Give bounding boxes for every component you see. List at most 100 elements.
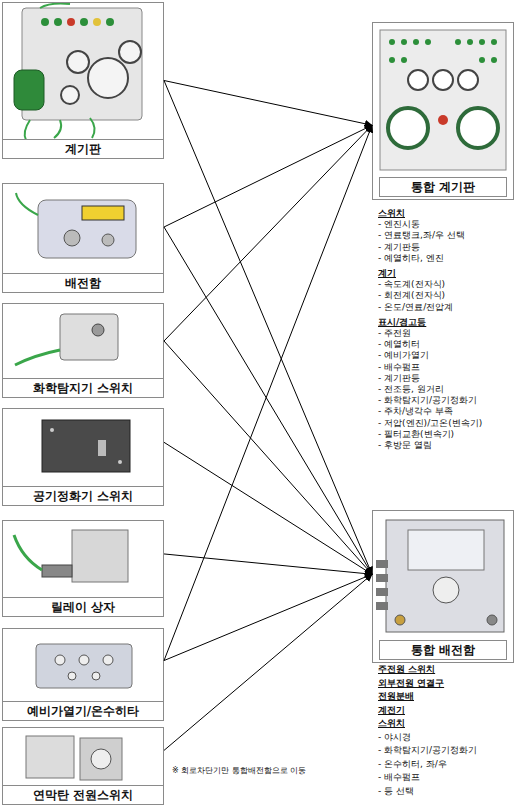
arrow-connector [164, 81, 372, 575]
main-switch [433, 577, 459, 603]
list-item: - 배수펌프 [378, 772, 420, 782]
terminal [395, 615, 405, 625]
arrow-connector [164, 81, 372, 126]
indicator-lamp [80, 18, 88, 26]
box-label: 배전함 [3, 273, 163, 292]
note-text: ※ 회로차단기만 통합배전함으로 이동 [172, 766, 306, 776]
wire [14, 535, 42, 570]
indicator-lamp [467, 39, 473, 45]
indicator-lamp [389, 57, 395, 63]
list-item: - 주차/냉각수 부족 [378, 406, 453, 416]
connector-body [14, 70, 44, 110]
list-heading: 스위치 [378, 718, 405, 728]
connector-body [42, 565, 72, 577]
component-box: 공기정화기 스위치 [2, 408, 164, 506]
box-label: 공기정화기 스위치 [3, 486, 163, 505]
switch-box [60, 314, 118, 360]
toggle [92, 324, 104, 336]
component-box: 연막탄 전원스위치 [2, 727, 164, 805]
list-item: - 필터교환(변속기) [378, 429, 454, 439]
warning-plate [82, 206, 124, 220]
list-item: - 엔진시동 [378, 219, 420, 229]
arrow-connector [164, 574, 372, 660]
toggle [98, 440, 106, 456]
switch-box [26, 736, 74, 778]
list-item: - 화학탐지기/공기정화기 [378, 745, 477, 755]
knob [102, 234, 114, 246]
breaker [91, 749, 111, 769]
box-label: 통합 배전함 [379, 640, 507, 660]
indicator-lamp [438, 115, 448, 125]
box-body [38, 200, 136, 258]
list-item: - 야시경 [378, 732, 411, 742]
box-label: 통합 계기판 [379, 177, 507, 197]
indicator-lamp [425, 39, 431, 45]
component-box: 계기판 [2, 2, 164, 159]
gauge [433, 70, 453, 90]
gauge [61, 86, 79, 104]
gauge [388, 108, 428, 148]
arrow-connector [164, 554, 372, 574]
indicator-lamp [455, 39, 461, 45]
indicator-lamp [54, 18, 62, 26]
terminal [92, 672, 100, 680]
component-box: 릴레이 상자 [2, 520, 164, 617]
wire [16, 193, 38, 215]
arrow-connector [164, 125, 372, 341]
indicator-lamp [67, 18, 75, 26]
indicator-lamp [401, 57, 407, 63]
list-item: - 회전계(전자식) [378, 290, 445, 300]
indicator-lamp [106, 18, 114, 26]
heater-box [36, 644, 132, 688]
arrow-connector [164, 125, 372, 227]
connector-body [376, 574, 388, 582]
terminal [68, 672, 76, 680]
connector-body [376, 588, 388, 596]
list-item: - 연료탱크,좌/우 선택 [378, 230, 465, 240]
indicator-lamp [93, 18, 101, 26]
indicator-lamp [479, 39, 485, 45]
list-item: - 화학탐지기/공기정화기 [378, 395, 477, 405]
terminal [103, 655, 113, 665]
list-item: - 전조등, 원거리 [378, 384, 444, 394]
indicator-lamp [401, 39, 407, 45]
terminal [55, 655, 65, 665]
indicator-lamp [491, 57, 497, 63]
list-item: - 주전원 [378, 328, 411, 338]
terminal [79, 655, 89, 665]
list-heading: 주전원 스위치 [378, 664, 435, 674]
wire [25, 4, 95, 141]
connector-body [376, 602, 388, 610]
box-label: 예비가열기/온수히타 [3, 701, 163, 720]
gauge [458, 108, 498, 148]
component-box: 화학탐지기 스위치 [2, 303, 164, 398]
terminal [487, 615, 497, 625]
list-heading: 계기 [378, 268, 396, 278]
indicator-lamp [389, 39, 395, 45]
relay-box [72, 530, 128, 582]
wire [15, 350, 60, 365]
indicator-lamp [491, 39, 497, 45]
gauge [408, 70, 428, 90]
list-heading: 표시/경고등 [378, 317, 426, 327]
front-panel [408, 530, 484, 570]
list-item: - 온도/연료/전압계 [378, 302, 453, 312]
list-item: - 저압(엔진)/고온(변속기) [378, 418, 482, 428]
list-item: - 배수펌프 [378, 362, 420, 372]
component-box: 배전함 [2, 183, 164, 293]
gauge [88, 58, 128, 98]
list-heading: 전원분배 [378, 691, 414, 701]
indicator-lamp [413, 39, 419, 45]
list-item: - 후방문 열림 [378, 440, 432, 450]
arrow-connector [164, 442, 372, 574]
gauge [67, 51, 89, 73]
switch-plate [42, 420, 130, 472]
list-item: - 계기판등 [378, 242, 420, 252]
gauge [119, 41, 141, 63]
box-body [386, 520, 504, 632]
list-heading: 계전기 [378, 705, 405, 715]
screw [50, 428, 54, 432]
list-item: - 계기판등 [378, 373, 420, 383]
screw [118, 460, 122, 464]
connector-body [376, 560, 388, 568]
